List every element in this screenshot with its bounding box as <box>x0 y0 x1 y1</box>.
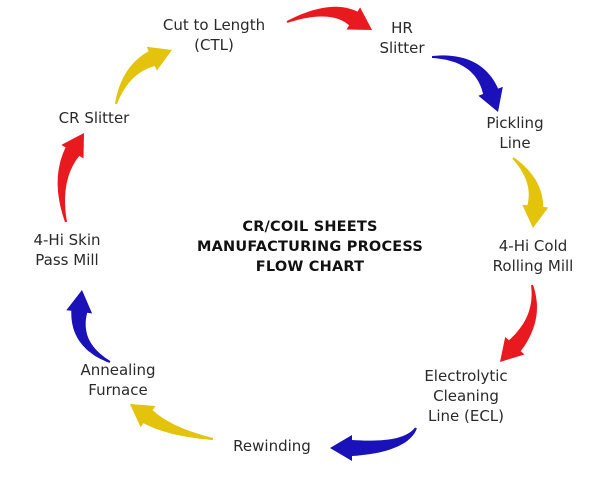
step-label-line: Rewinding <box>233 437 311 455</box>
step-hr-slitter: HR Slitter <box>379 18 424 58</box>
arrow-skin-pass-mill-to-cr-slitter <box>57 133 84 223</box>
step-label-line: 4-Hi Cold <box>498 237 568 255</box>
step-label-line: (CTL) <box>194 36 234 54</box>
step-annealing-furnace: Annealing Furnace <box>80 360 155 400</box>
step-label-line: Pass Mill <box>35 251 99 269</box>
step-label-line: HR <box>391 19 413 37</box>
step-pickling-line: Pickling Line <box>486 113 543 153</box>
arrow-cut-to-length-to-hr-slitter <box>286 6 372 31</box>
step-label-line: 4-Hi Skin <box>33 231 101 249</box>
step-skin-pass-mill: 4-Hi Skin Pass Mill <box>33 230 100 270</box>
chart-title: CR/COIL SHEETS MANUFACTURING PROCESS FLO… <box>197 217 423 277</box>
step-label-line: Line <box>499 134 531 152</box>
step-label-line: Furnace <box>88 381 148 399</box>
arrow-cr-slitter-to-cut-to-length <box>115 46 172 105</box>
step-cr-slitter: CR Slitter <box>59 108 130 128</box>
arrow-hr-slitter-to-pickling-line <box>432 55 503 112</box>
step-label-line: Cleaning <box>433 387 499 405</box>
step-cold-rolling-mill: 4-Hi Cold Rolling Mill <box>493 236 574 276</box>
step-label-line: Rolling Mill <box>492 257 574 275</box>
arrow-cold-rolling-mill-to-electrolytic-cleaning-line <box>500 284 537 362</box>
arrow-pickling-line-to-cold-rolling-mill <box>512 157 549 228</box>
arrow-rewinding-to-annealing-furnace <box>130 404 214 440</box>
step-label-line: Pickling <box>486 114 544 132</box>
step-rewinding: Rewinding <box>233 436 311 456</box>
step-cut-to-length: Cut to Length (CTL) <box>163 15 265 55</box>
step-label-line: CR Slitter <box>58 109 130 127</box>
step-label-line: Slitter <box>379 39 425 57</box>
title-line-1: CR/COIL SHEETS <box>242 219 378 235</box>
arrow-electrolytic-cleaning-line-to-rewinding <box>330 427 417 461</box>
arrow-annealing-furnace-to-skin-pass-mill <box>66 290 111 363</box>
step-label-line: Cut to Length <box>162 16 266 34</box>
step-electrolytic-cleaning-line: Electrolytic Cleaning Line (ECL) <box>424 366 507 426</box>
step-label-line: Line (ECL) <box>427 407 505 425</box>
step-label-line: Annealing <box>80 361 156 379</box>
title-line-2: MANUFACTURING PROCESS <box>196 239 424 255</box>
step-label-line: Electrolytic <box>424 367 508 385</box>
title-line-3: FLOW CHART <box>255 259 365 275</box>
